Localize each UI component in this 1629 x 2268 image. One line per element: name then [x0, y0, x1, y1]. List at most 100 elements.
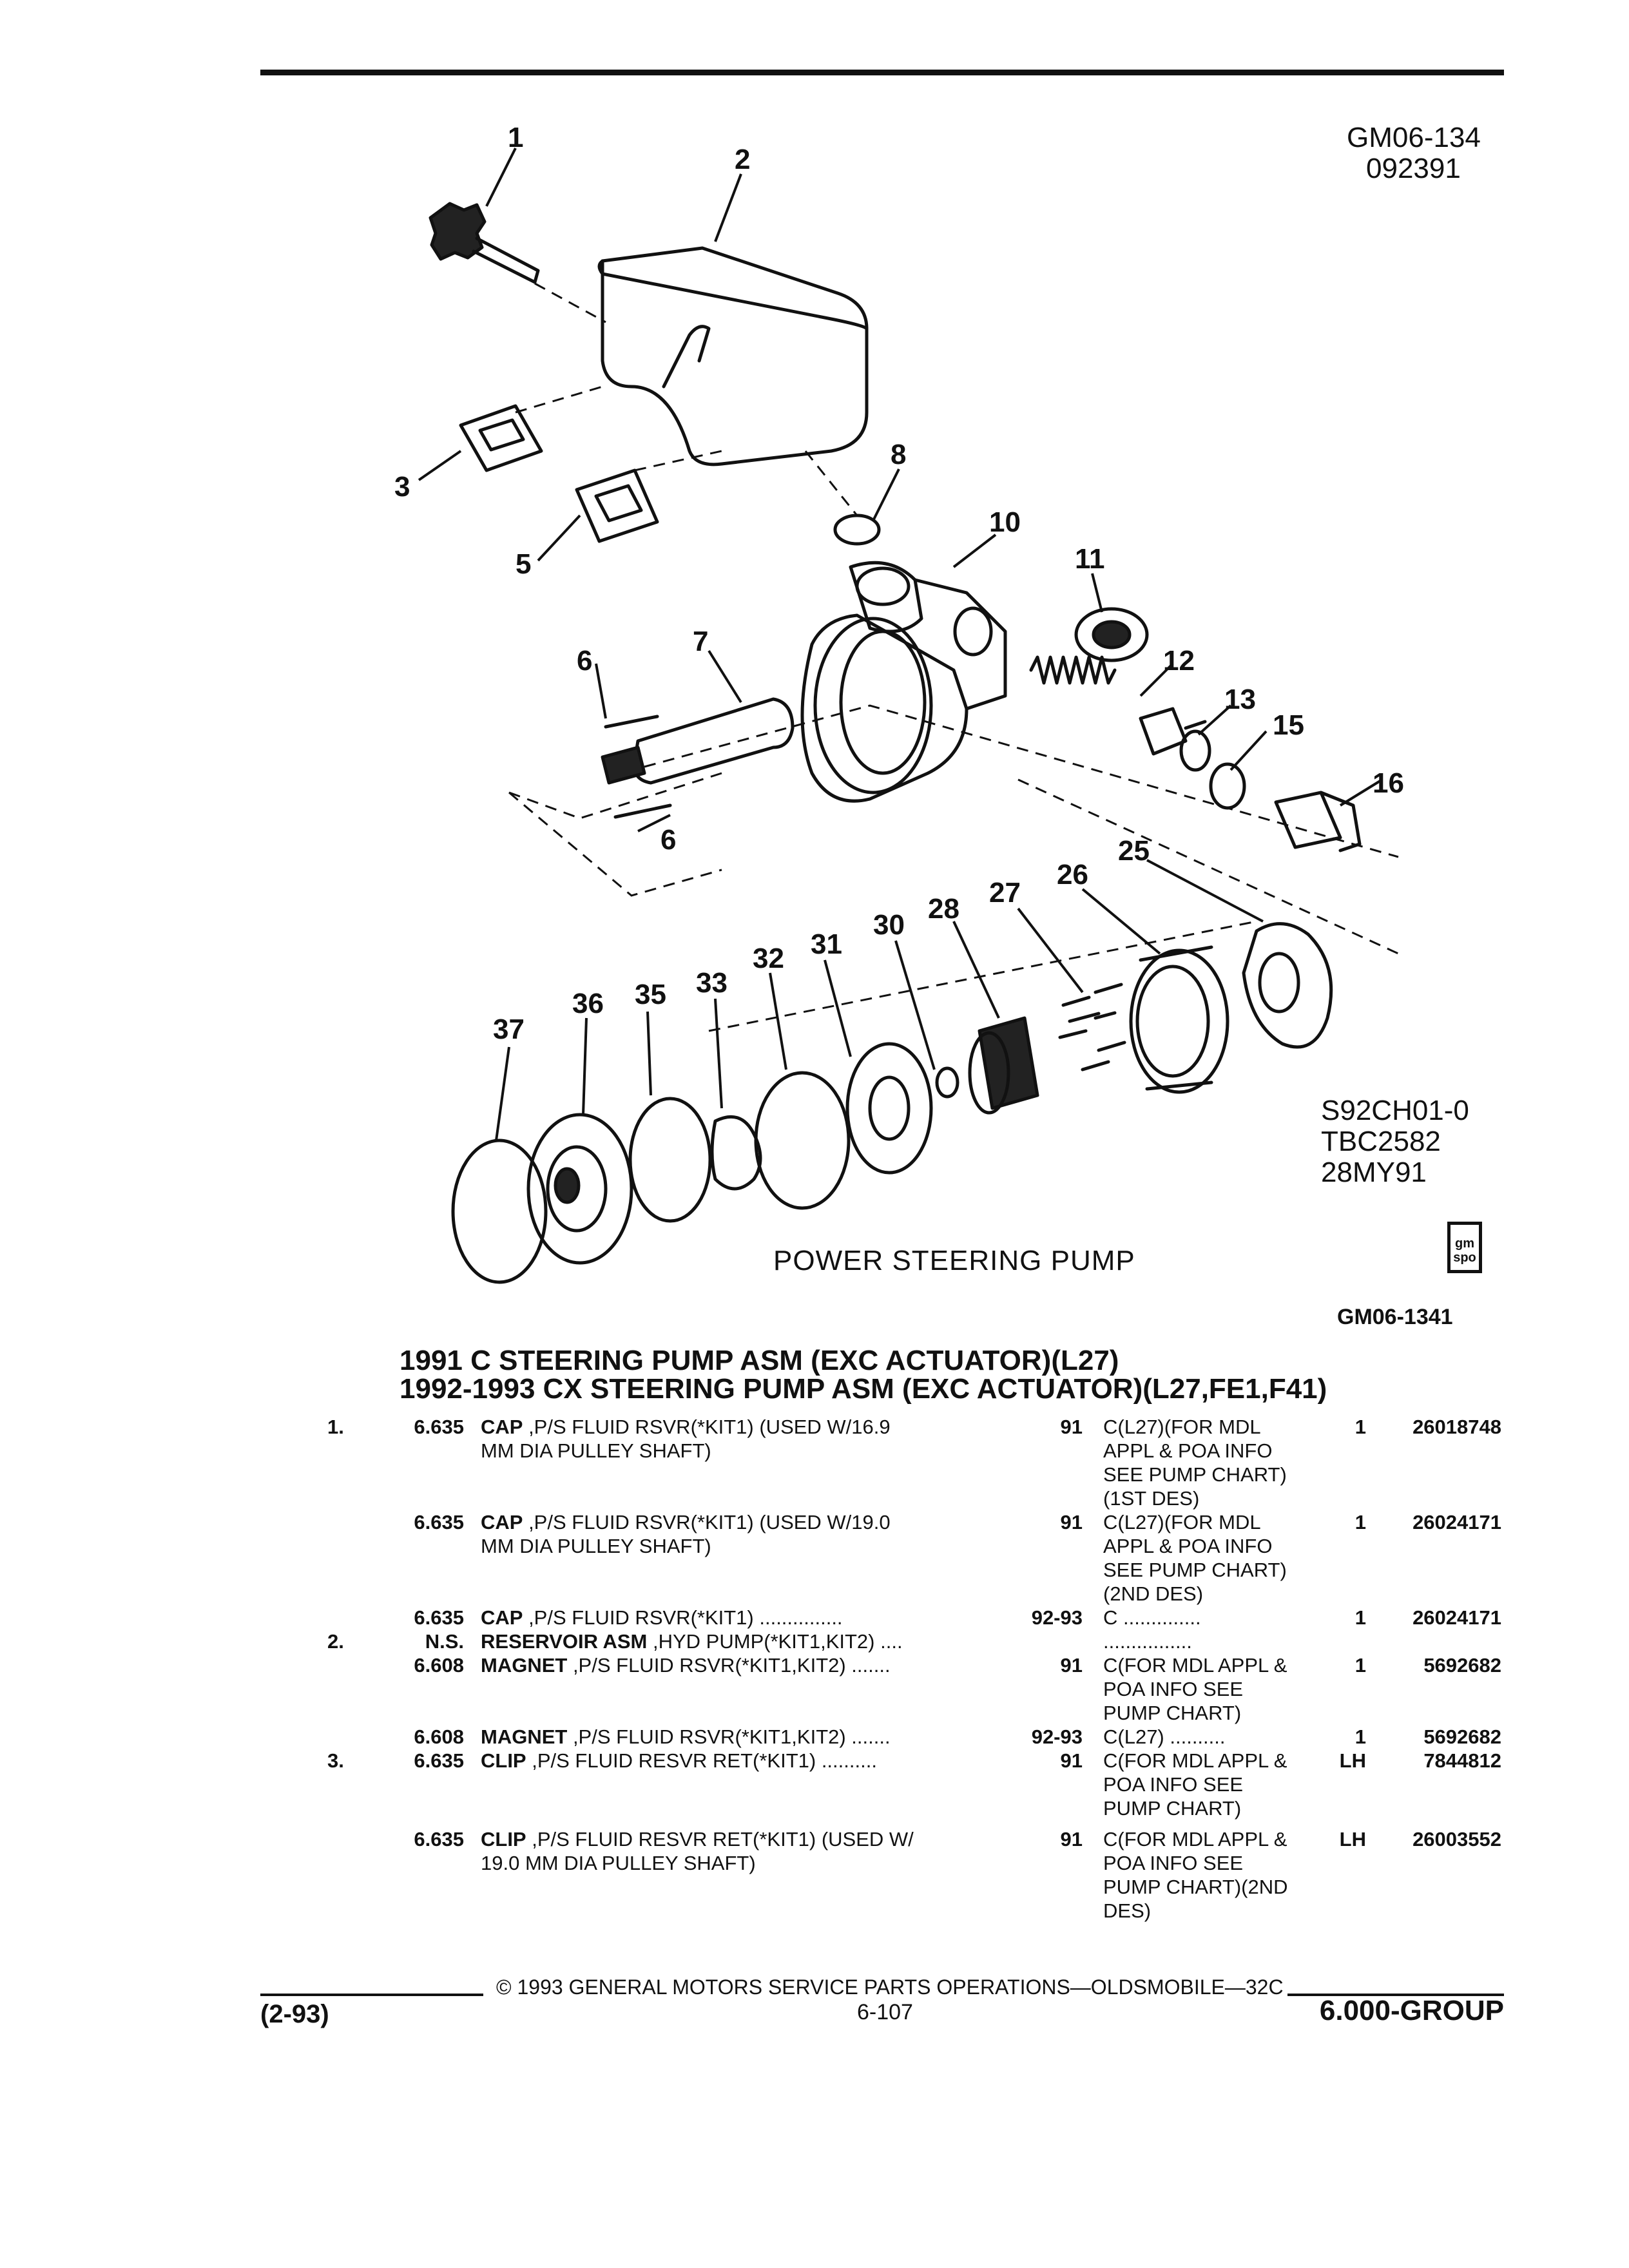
part-oring-32 [754, 1071, 851, 1210]
part-description: MAGNET ,P/S FLUID RSVR(*KIT1,KIT2) .....… [481, 1725, 1028, 1749]
top-rule [260, 70, 1504, 75]
part-number: 5692682 [1423, 1654, 1501, 1677]
callout-label: 8 [891, 439, 906, 470]
revision-date: (2-93) [260, 2000, 329, 2028]
callout-label: 6 [660, 824, 676, 856]
part-description: CLIP ,P/S FLUID RESVR RET(*KIT1) (USED W… [481, 1827, 1028, 1875]
figure-code: GM06-1341 [1337, 1305, 1453, 1329]
usage: C(L27)(FOR MDL APPL & POA INFO SEE PUMP … [1103, 1416, 1287, 1510]
copyright-notice: © 1993 GENERAL MOTORS SERVICE PARTS OPER… [496, 1975, 1284, 1999]
part-number: 7844812 [1423, 1749, 1501, 1772]
part-description: RESERVOIR ASM ,HYD PUMP(*KIT1,KIT2) .... [481, 1629, 1028, 1653]
part-description-rest: ,HYD PUMP(*KIT1,KIT2) .... [647, 1630, 903, 1653]
model-year: 91 [1060, 1828, 1083, 1850]
part-description-rest: ,P/S FLUID RSVR(*KIT1) (USED W/16.9 MM D… [481, 1416, 891, 1462]
callout-label: 15 [1273, 709, 1304, 741]
usage: C(L27)(FOR MDL APPL & POA INFO SEE PUMP … [1103, 1511, 1287, 1605]
part-description: CLIP ,P/S FLUID RESVR RET(*KIT1) .......… [481, 1749, 1028, 1773]
quantity: 1 [1354, 1725, 1366, 1748]
part-pin-upper [604, 715, 659, 729]
part-description: CAP ,P/S FLUID RSVR(*KIT1) (USED W/16.9 … [481, 1415, 1028, 1463]
callout-label: 30 [873, 909, 905, 941]
callout-label: 27 [989, 877, 1021, 908]
quantity: LH [1339, 1749, 1366, 1772]
part-reservoir [601, 246, 869, 466]
part-spring [1029, 655, 1117, 685]
part-seal-11 [1074, 607, 1149, 662]
part-description-rest: ,P/S FLUID RSVR(*KIT1) ............... [523, 1606, 843, 1629]
quantity: 1 [1354, 1416, 1366, 1438]
part-retaining-ring [935, 1066, 959, 1099]
section-heading-line2: 1992-1993 CX STEERING PUMP ASM (EXC ACTU… [400, 1373, 1327, 1405]
callout-label: 33 [696, 967, 728, 999]
gmspo-book-icon: gm spo [1447, 1222, 1482, 1273]
group-number: 6.635 [414, 1511, 464, 1533]
part-shaft [632, 697, 795, 785]
callout-label: 11 [1075, 543, 1105, 575]
callout-label: 1 [508, 122, 523, 153]
part-description-rest: ,P/S FLUID RESVR RET(*KIT1) (USED W/ 19.… [481, 1828, 914, 1874]
part-name: CLIP [481, 1828, 526, 1850]
footer-rule-left [260, 1994, 483, 1996]
model-year: 91 [1060, 1416, 1083, 1438]
figure-ref-code: 28MY91 [1321, 1157, 1427, 1188]
page-number: 6-107 [857, 2000, 913, 2024]
part-name: CAP [481, 1416, 523, 1438]
footer-rule-right [1287, 1994, 1504, 1996]
part-clip-lh [459, 404, 543, 472]
callout-label: 5 [516, 548, 531, 580]
part-pump-housing [800, 613, 969, 803]
callout-label: 28 [928, 893, 959, 925]
part-description-rest: ,P/S FLUID RSVR(*KIT1,KIT2) ....... [567, 1725, 891, 1748]
item-ref: 1. [327, 1416, 344, 1438]
part-pressure-plate [1242, 922, 1333, 1049]
callout-label: 37 [493, 1014, 525, 1045]
item-ref: 2. [327, 1630, 344, 1653]
part-name: CAP [481, 1606, 523, 1629]
callout-label: 12 [1163, 645, 1195, 677]
exploded-view-illustration: 1 2 3 5 8 10 11 6 7 12 13 15 16 6 25 26 … [394, 122, 1404, 1284]
section-heading-line1: 1991 C STEERING PUMP ASM (EXC ACTUATOR)(… [400, 1345, 1119, 1376]
part-number: 5692682 [1423, 1725, 1501, 1748]
part-description: CAP ,P/S FLUID RSVR(*KIT1) .............… [481, 1606, 1028, 1629]
group-number: 6.635 [414, 1606, 464, 1629]
part-name: MAGNET [481, 1654, 568, 1677]
part-oring-35 [628, 1097, 712, 1223]
group-name: 6.000-GROUP [1319, 1995, 1504, 2026]
page-code: GM06-134 092391 [1347, 122, 1501, 184]
quantity: 1 [1354, 1511, 1366, 1533]
group-number: 6.608 [414, 1725, 464, 1748]
part-thrust-plate [845, 1042, 933, 1175]
figure-ref-code: S92CH01-0 [1321, 1095, 1469, 1126]
model-year: 92-93 [1031, 1725, 1083, 1748]
callout-label: 26 [1057, 859, 1088, 890]
group-number: 6.635 [414, 1828, 464, 1850]
group-number: 6.635 [414, 1749, 464, 1772]
part-number: 26003552 [1412, 1828, 1501, 1850]
callout-label: 3 [394, 471, 410, 503]
callout-label: 7 [693, 626, 708, 657]
part-description-rest: ,P/S FLUID RESVR RET(*KIT1) .......... [526, 1749, 877, 1772]
part-valve [1139, 707, 1207, 756]
part-description-rest: ,P/S FLUID RSVR(*KIT1) (USED W/19.0 MM D… [481, 1511, 891, 1557]
model-year: 91 [1060, 1749, 1083, 1772]
model-year: 92-93 [1031, 1606, 1083, 1629]
part-wave-spring [710, 1115, 762, 1191]
quantity: LH [1339, 1828, 1366, 1850]
part-snap-ring [451, 1139, 548, 1284]
part-name: MAGNET [481, 1725, 568, 1748]
part-oring-15 [1209, 762, 1246, 810]
part-cam-ring [1129, 948, 1229, 1094]
callout-label: 13 [1224, 684, 1256, 715]
usage: C(FOR MDL APPL & POA INFO SEE PUMP CHART… [1103, 1749, 1287, 1820]
part-pin-lower [613, 803, 672, 819]
group-number: 6.635 [414, 1416, 464, 1438]
part-end-plug [526, 1113, 633, 1265]
model-year: 91 [1060, 1654, 1083, 1677]
model-year: 91 [1060, 1511, 1083, 1533]
quantity: 1 [1354, 1606, 1366, 1629]
callout-label: 36 [572, 988, 604, 1019]
part-vanes [1058, 983, 1126, 1072]
usage: C .............. [1103, 1606, 1201, 1629]
part-description: MAGNET ,P/S FLUID RSVR(*KIT1,KIT2) .....… [481, 1653, 1028, 1677]
